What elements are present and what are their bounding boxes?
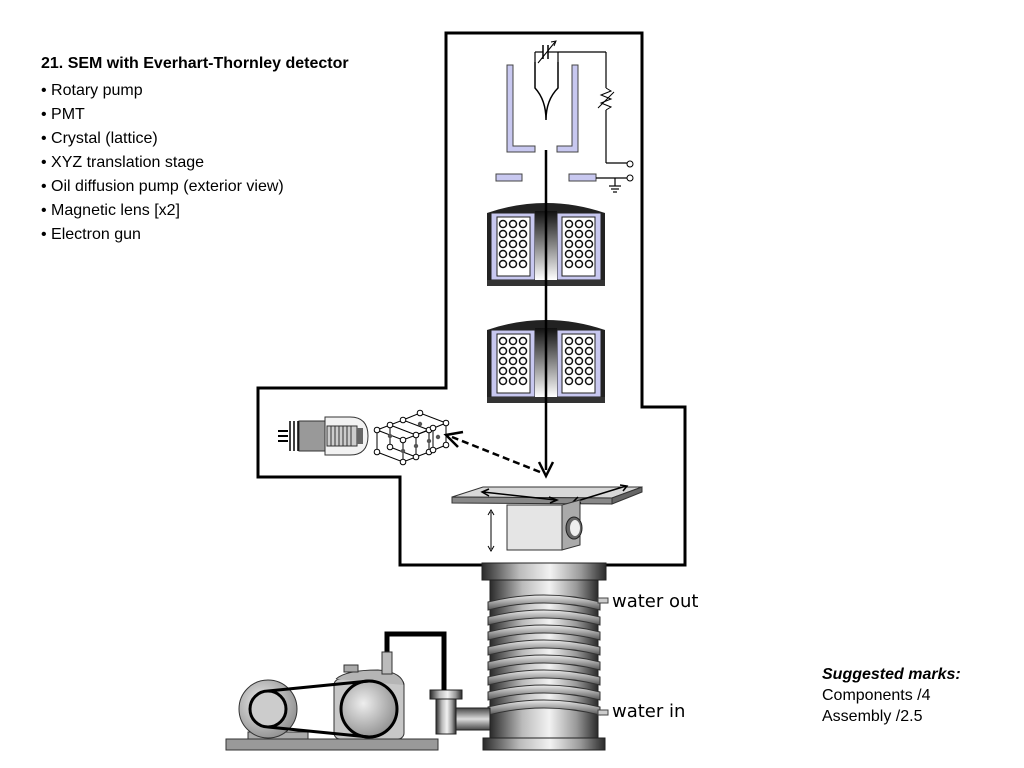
vacuum-hose	[384, 631, 447, 690]
oil-diffusion-pump-icon	[481, 562, 609, 751]
pmt-icon	[278, 416, 369, 456]
electron-gun-icon	[495, 40, 634, 193]
list-item: Magnetic lens [x2]	[41, 199, 284, 223]
chamber-outline	[256, 31, 687, 567]
crystal-lattice-icon	[376, 412, 447, 463]
magnetic-lens-icon	[487, 203, 605, 286]
list-item: Electron gun	[41, 223, 284, 247]
water-out-label: water out	[612, 591, 698, 612]
list-item: Rotary pump	[41, 79, 284, 103]
rotary-pump-icon	[225, 651, 439, 751]
list-item: PMT	[41, 103, 284, 127]
elbow-connector	[429, 689, 491, 735]
list-item: XYZ translation stage	[41, 151, 284, 175]
crystal-atoms	[373, 409, 450, 466]
xyz-stage-icon	[451, 484, 643, 552]
list-item: Crystal (lattice)	[41, 127, 284, 151]
suggested-marks: Suggested marks: Components /4 Assembly …	[822, 664, 961, 727]
marks-components: Components /4	[822, 687, 931, 704]
component-list: Rotary pump PMT Crystal (lattice) XYZ tr…	[41, 79, 284, 247]
marks-heading: Suggested marks:	[822, 666, 961, 683]
water-in-label: water in	[612, 701, 685, 722]
list-item: Oil diffusion pump (exterior view)	[41, 175, 284, 199]
marks-assembly: Assembly /2.5	[822, 708, 923, 725]
signal-arrow	[451, 435, 541, 474]
slide-title: 21. SEM with Everhart-Thornley detector	[41, 55, 349, 72]
